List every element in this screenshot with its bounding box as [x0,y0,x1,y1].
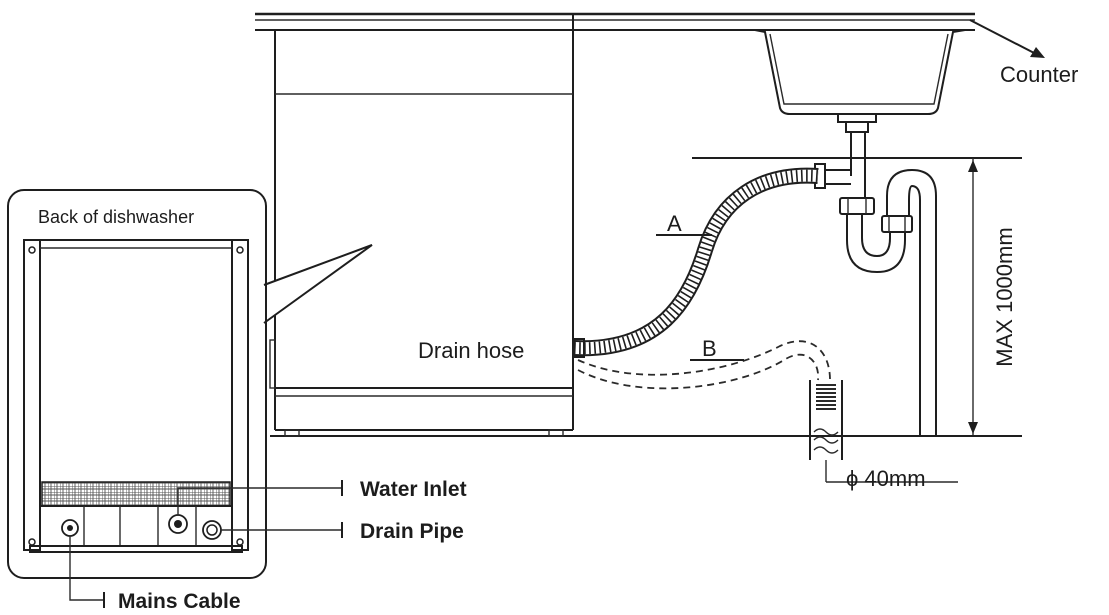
mains-cable-label: Mains Cable [118,590,241,613]
drain-pipe-label: Drain Pipe [360,520,464,543]
counter-callout: Counter [969,19,1078,87]
max-height-label: MAX 1000mm [992,227,1017,366]
hose-a-label: A [667,211,682,236]
inset-title: Back of dishwasher [38,207,194,227]
drain-hose-label: Drain hose [418,338,524,363]
water-inlet-label: Water Inlet [360,478,467,501]
hose-b-label: B [702,336,717,361]
counter-label: Counter [1000,62,1078,87]
drain-hose-b [577,340,831,390]
mains-cable-callout: Mains Cable [69,536,241,613]
inset-callout-pointer [263,244,373,324]
counter-top [255,12,975,31]
diameter-label: ϕ 40mm [846,466,926,491]
water-inlet-callout: Water Inlet [177,478,467,515]
sink-basin [754,29,966,198]
drain-trap [814,163,937,436]
dishwasher-cabinet [269,14,574,437]
standpipe: ϕ 40mm [809,380,958,491]
drain-hose-a [573,167,819,358]
hose-b-callout: B [690,336,744,361]
hose-a-callout: A [656,211,712,236]
drain-pipe-callout: Drain Pipe [221,520,464,543]
max-height-dimension: MAX 1000mm [692,157,1022,436]
back-of-dishwasher-inset: Back of dishwasher [7,189,267,579]
